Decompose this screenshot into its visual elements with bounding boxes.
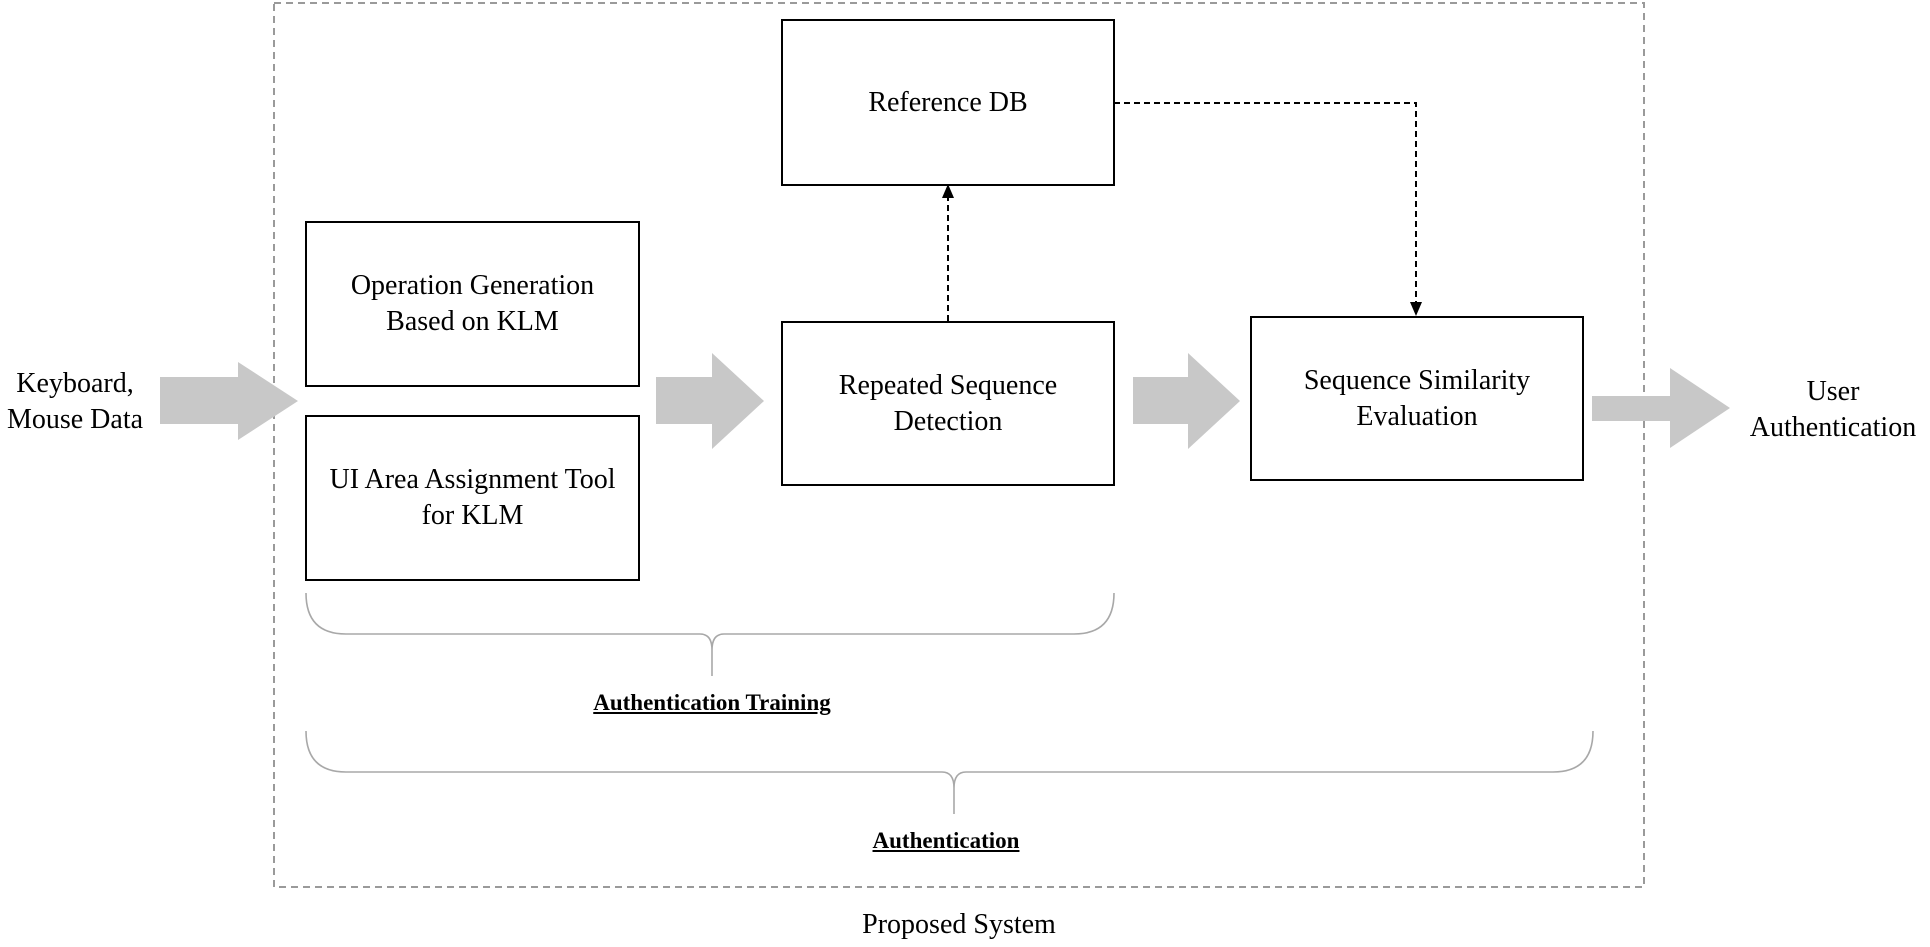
input-flow-arrow: [160, 362, 298, 440]
repeated-sequence-box: Repeated Sequence Detection: [781, 321, 1115, 486]
db-to-evaluation-arrowhead: [1410, 302, 1422, 316]
operation-generation-label: Operation Generation Based on KLM: [350, 270, 595, 337]
detection-to-evaluation-arrow: [1133, 353, 1240, 449]
training-brace: [305, 592, 1115, 676]
authentication-training-heading: Authentication Training: [593, 690, 831, 715]
sequence-similarity-label: Sequence Similarity Evaluation: [1303, 364, 1531, 432]
reference-db-box: Reference DB: [781, 19, 1115, 186]
db-to-evaluation-connector: [1114, 102, 1417, 304]
training-to-detection-arrow: [656, 353, 764, 449]
repeated-sequence-label: Repeated Sequence Detection: [838, 369, 1058, 437]
reference-db-label: Reference DB: [868, 86, 1028, 118]
authentication-brace: [305, 730, 1594, 814]
output-label: User Authentication: [1749, 376, 1917, 443]
ui-area-tool-label: UI Area Assignment Tool for KLM: [329, 464, 616, 531]
authentication-heading: Authentication: [872, 828, 1020, 853]
proposed-system-frame: [273, 2, 1645, 888]
proposed-system-label: Proposed System: [862, 909, 1056, 940]
operation-generation-box: Operation Generation Based on KLM: [305, 221, 640, 387]
output-flow-arrow: [1592, 368, 1730, 448]
sequence-similarity-box: Sequence Similarity Evaluation: [1250, 316, 1584, 481]
detection-to-db-arrowhead: [942, 184, 954, 198]
input-label: Keyboard, Mouse Data: [6, 368, 144, 435]
ui-area-tool-box: UI Area Assignment Tool for KLM: [305, 415, 640, 581]
